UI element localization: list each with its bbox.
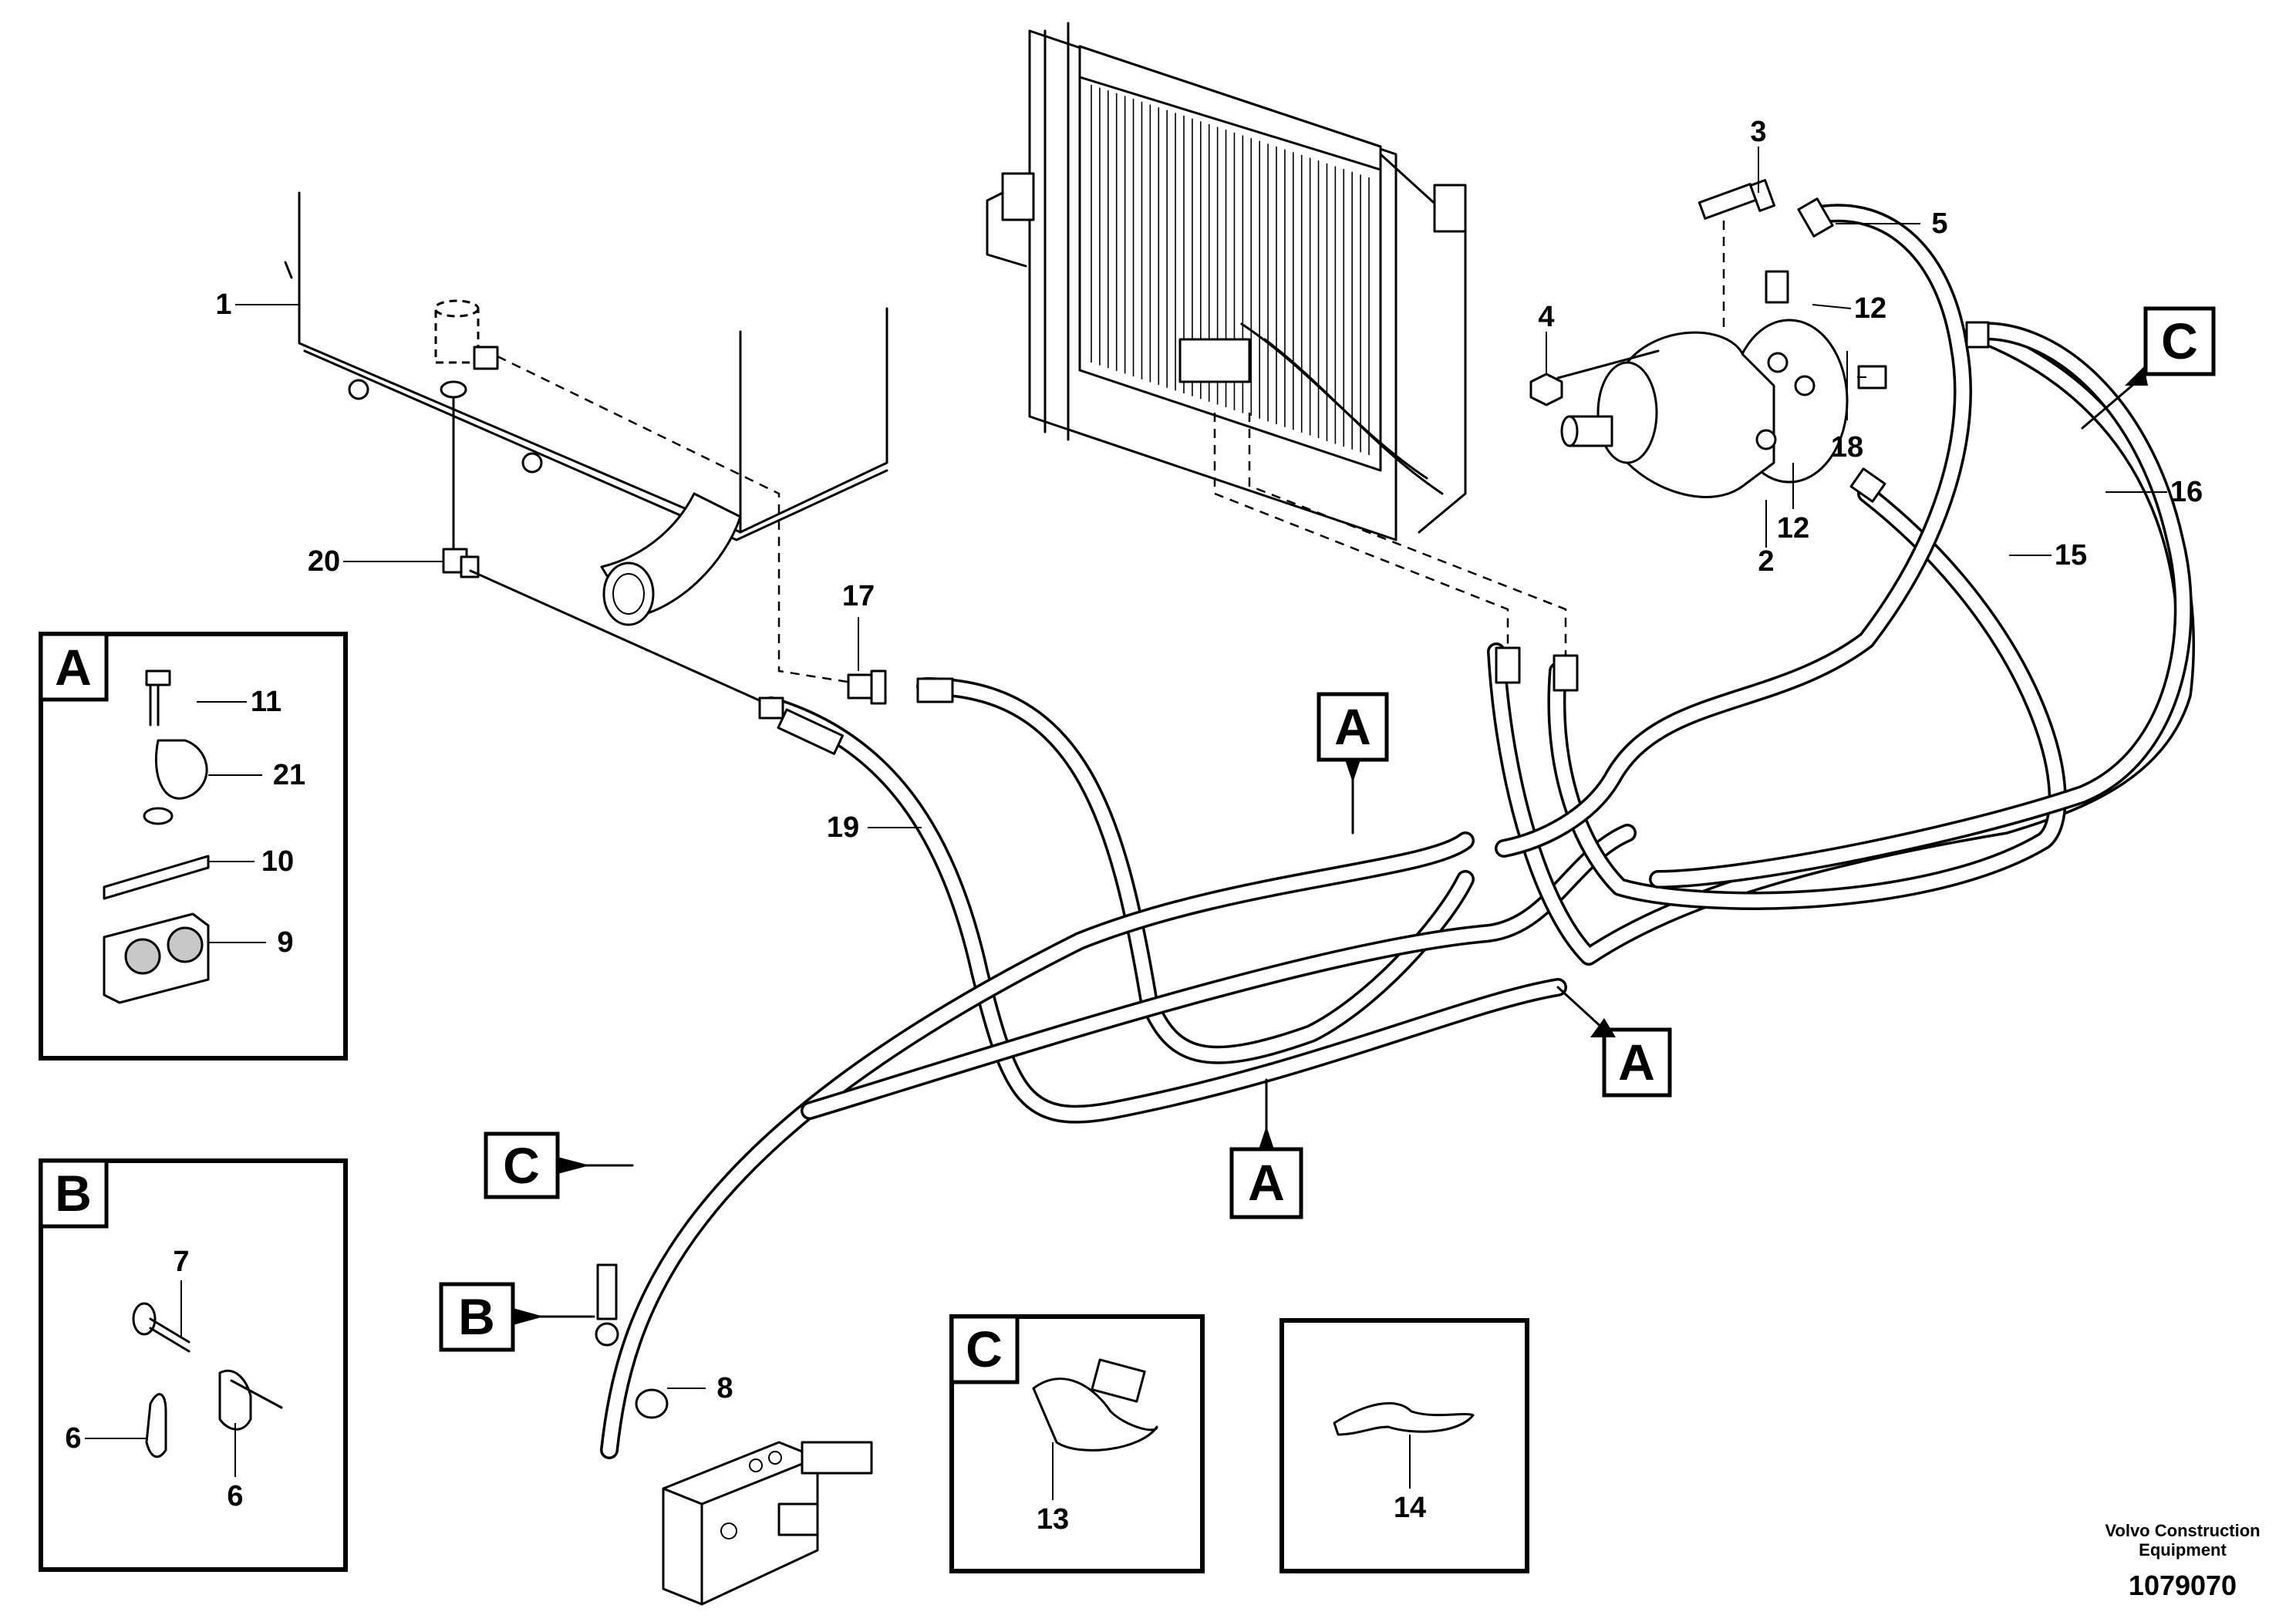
callout-numbers: 1 2 3 4 5 6 6 7 8 9 10 11 12 12 13 14 15… <box>65 116 2203 1536</box>
svg-text:C: C <box>503 1137 540 1194</box>
marker-a-right: A <box>1556 986 1672 1098</box>
inset-b: B <box>39 1158 348 1572</box>
hose-3-inner <box>602 834 1472 1457</box>
inset-c: C <box>949 1314 1205 1573</box>
marker-a-bottom: A <box>1229 1078 1303 1219</box>
inset-c-label: C <box>966 1320 1003 1378</box>
company-name-line1: Volvo Construction <box>2105 1521 2260 1540</box>
hose-6-inner <box>1549 487 2065 908</box>
callout-5: 5 <box>1931 207 1947 240</box>
callout-4: 4 <box>1538 301 1554 333</box>
hose-7-inner <box>1497 206 1970 855</box>
svg-text:C: C <box>2161 312 2198 369</box>
callout-16: 16 <box>2170 476 2203 508</box>
callout-9: 9 <box>277 926 293 959</box>
callout-12-top: 12 <box>1854 292 1886 325</box>
pump-motor <box>1529 179 1849 498</box>
footer: Volvo Construction Equipment 1079070 <box>2105 1521 2260 1601</box>
hose-2-inner <box>919 679 1472 1062</box>
callout-1: 1 <box>215 288 231 321</box>
callout-11: 11 <box>251 686 282 718</box>
hose-3 <box>600 831 1475 1459</box>
hose-4-inner <box>803 826 1634 1118</box>
hose-1-inner <box>764 699 1565 1121</box>
inset-a: A <box>39 632 348 1061</box>
company-name-line2: Equipment <box>2139 1540 2227 1560</box>
control-valve <box>635 1388 873 1606</box>
callout-3: 3 <box>1750 116 1766 148</box>
hose-8-inner <box>1651 324 2190 886</box>
inset-14 <box>1279 1318 1529 1573</box>
callout-6-right: 6 <box>227 1480 243 1512</box>
inset-b-label: B <box>55 1165 92 1222</box>
callout-13: 13 <box>1037 1503 1069 1536</box>
svg-text:A: A <box>1248 1154 1285 1211</box>
marker-c-left: C <box>484 1131 634 1199</box>
callout-6-left: 6 <box>65 1422 81 1455</box>
callout-12-bottom: 12 <box>1777 512 1809 545</box>
svg-text:B: B <box>458 1288 495 1345</box>
hydraulic-tank <box>284 191 888 626</box>
marker-b: B <box>439 1282 595 1352</box>
inset-a-label: A <box>55 639 92 696</box>
callout-19: 19 <box>827 811 859 844</box>
callout-8: 8 <box>716 1372 733 1404</box>
callout-18: 18 <box>1831 431 1863 464</box>
marker-a-top: A <box>1317 692 1389 835</box>
callout-14: 14 <box>1394 1492 1426 1524</box>
leader-lines <box>85 147 2167 1500</box>
callout-2: 2 <box>1758 545 1774 578</box>
callout-20: 20 <box>308 545 340 578</box>
hose-routing <box>600 204 2195 1459</box>
reference-lines <box>452 221 1725 684</box>
marker-c-right: C <box>2081 306 2216 430</box>
callout-21: 21 <box>273 759 305 791</box>
oil-cooler <box>986 22 1467 541</box>
drawing-number: 1079070 <box>2129 1570 2237 1601</box>
callout-17: 17 <box>842 580 875 612</box>
hose-7 <box>1495 204 1972 858</box>
callout-10: 10 <box>261 845 294 878</box>
svg-text:A: A <box>1618 1034 1655 1091</box>
callout-7: 7 <box>173 1246 189 1278</box>
fittings <box>442 197 1990 1347</box>
callout-15: 15 <box>2055 539 2087 572</box>
svg-text:A: A <box>1334 698 1371 755</box>
